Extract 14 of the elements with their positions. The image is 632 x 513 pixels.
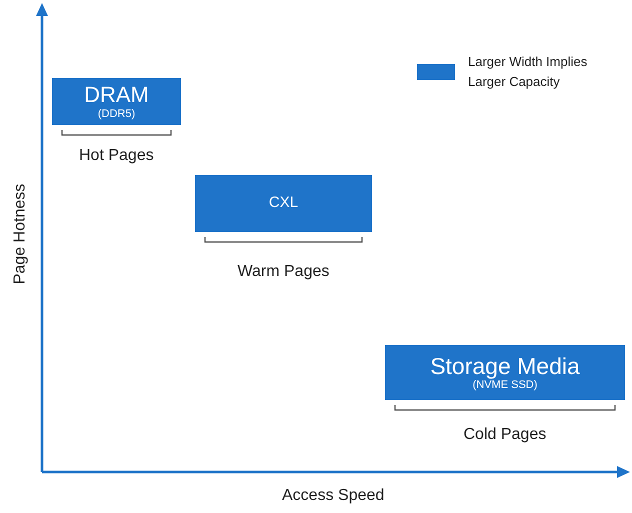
tier-name: DRAM <box>84 83 149 108</box>
tier-caption: Hot Pages <box>79 147 154 165</box>
legend-text: Larger Width Implies Larger Capacity <box>468 53 588 91</box>
memory-tier-box <box>195 175 372 232</box>
memory-tier-box <box>52 78 181 125</box>
tier-subtitle: (DDR5) <box>98 108 136 120</box>
axis-title: Page Hotness <box>10 184 29 284</box>
memory-tier-box <box>385 345 625 400</box>
tier-subtitle: (NVME SSD) <box>472 379 538 392</box>
tier-caption: Cold Pages <box>464 426 546 444</box>
axis-title: Access Speed <box>282 487 384 505</box>
tier-name: CXL <box>268 195 298 212</box>
tier-name: Storage Media <box>430 354 580 380</box>
tier-caption: Warm Pages <box>238 263 330 281</box>
